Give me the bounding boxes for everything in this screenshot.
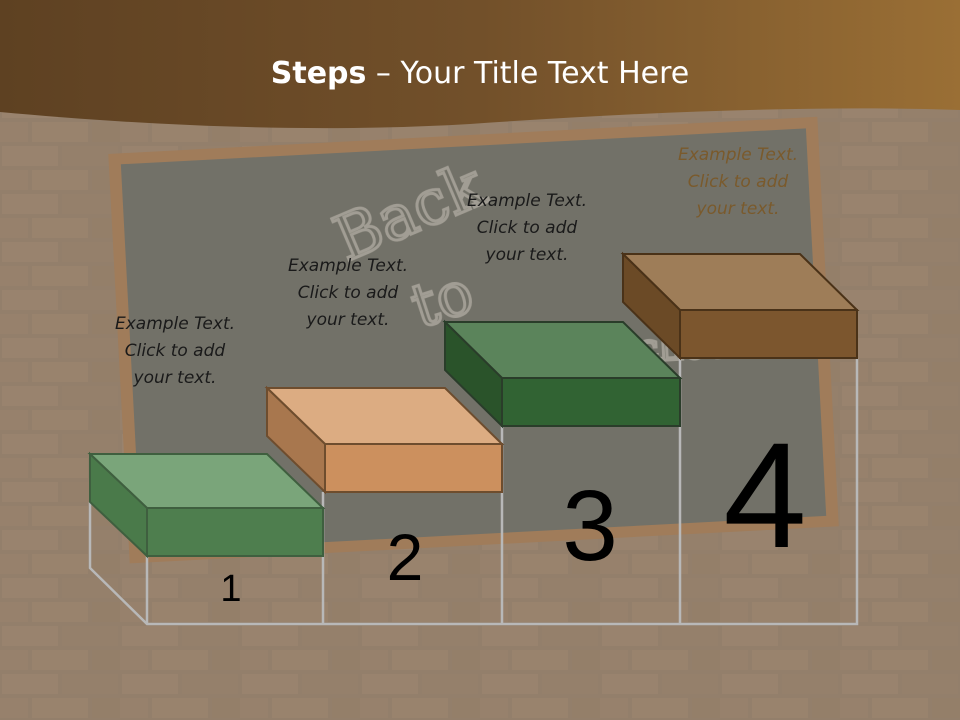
header-band (0, 0, 960, 129)
step-2-block[interactable] (264, 385, 505, 495)
step-4-line-3: your text. (696, 199, 780, 219)
step-2-line-1: Example Text. (287, 256, 409, 276)
step-4-line-2: Click to add (687, 172, 789, 192)
step-3-text[interactable]: Example Text. Click to add your text. (442, 188, 612, 269)
step-4-text[interactable]: Example Text. Click to add your text. (653, 142, 823, 223)
step-4-number: 4 (723, 411, 807, 579)
slide-title[interactable]: Steps – Your Title Text Here (0, 56, 960, 91)
step-2-line-2: Click to add (297, 283, 399, 303)
step-2-number: 2 (386, 520, 424, 594)
step-1-text[interactable]: Example Text. Click to add your text. (90, 311, 260, 392)
step-4-line-1: Example Text. (677, 145, 799, 165)
step-2-line-3: your text. (306, 310, 390, 330)
title-rest: – Your Title Text Here (366, 56, 690, 91)
step-4-block[interactable] (620, 251, 860, 361)
step-1-line-1: Example Text. (114, 314, 236, 334)
step-3-line-1: Example Text. (466, 191, 588, 211)
step-3-number: 3 (562, 470, 618, 582)
step-3-line-3: your text. (485, 245, 569, 265)
step-3-block[interactable] (442, 319, 683, 429)
step-1-line-2: Click to add (124, 341, 226, 361)
title-bold: Steps (270, 56, 367, 91)
step-1-line-3: your text. (133, 368, 217, 388)
step-1-number: 1 (220, 568, 242, 610)
step-2-text[interactable]: Example Text. Click to add your text. (263, 253, 433, 334)
step-3-line-2: Click to add (476, 218, 578, 238)
step-1-block[interactable] (87, 451, 326, 559)
